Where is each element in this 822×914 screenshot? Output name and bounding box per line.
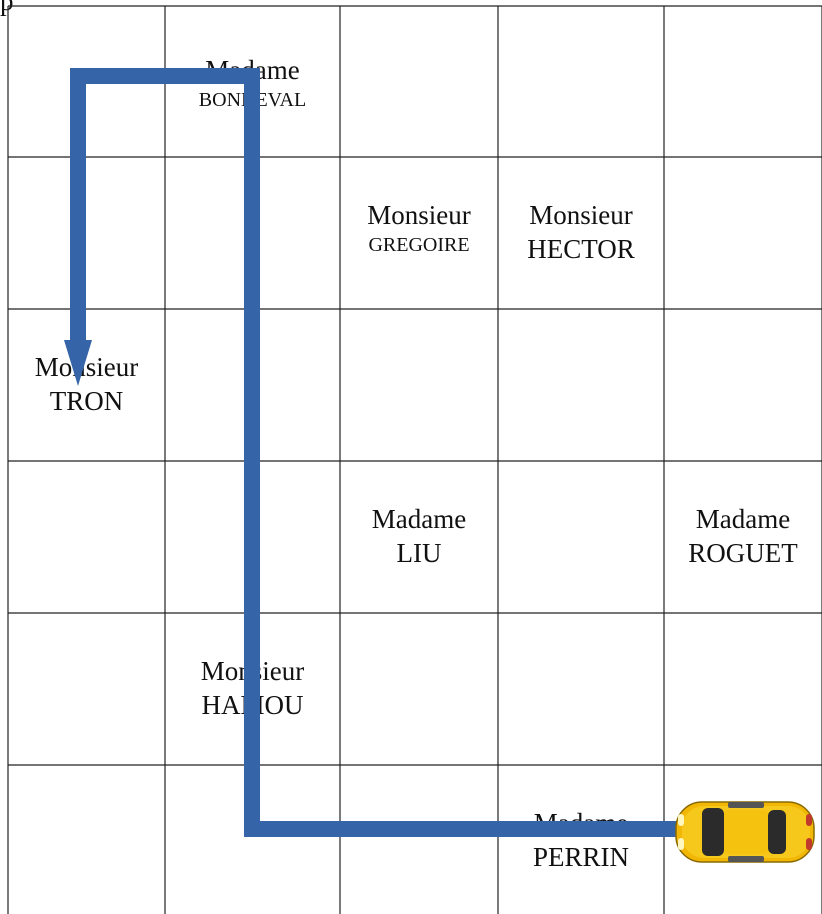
cropped-text-fragment: p [0,0,14,16]
person-name: ROGUET [688,537,798,568]
person-name: HECTOR [527,233,635,264]
person-name: GREGOIRE [368,233,470,256]
person-name: PERRIN [532,841,630,872]
person-name: LIU [396,537,442,568]
person-title: Monsieur [367,200,471,230]
route-path [70,68,718,837]
person-name: TRON [49,385,124,416]
taxi-car-icon [675,801,815,863]
person-title: Monsieur [529,200,633,230]
person-title: Madame [371,504,467,534]
person-title: Madame [695,504,791,534]
route-arrowhead [64,340,92,386]
